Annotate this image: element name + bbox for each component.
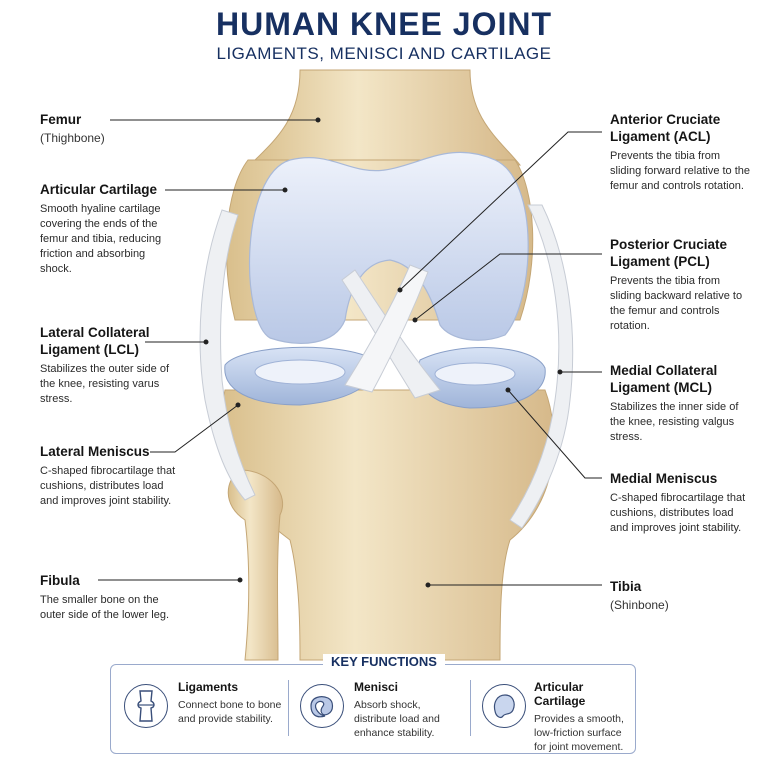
label-acl-name: Anterior Cruciate Ligament (ACL) xyxy=(610,112,721,144)
leader-lines xyxy=(98,117,602,588)
label-articular-cartilage-desc: Smooth hyaline cartilage covering the en… xyxy=(40,203,162,275)
label-fibula: Fibula The smaller bone on the outer sid… xyxy=(40,572,185,623)
label-mcl: Medial Collateral Ligament (MCL) Stabili… xyxy=(610,362,750,445)
key-function-cartilage-desc: Provides a smooth, low-friction surface … xyxy=(534,713,624,753)
label-pcl: Posterior Cruciate Ligament (PCL) Preven… xyxy=(610,236,750,334)
page-title: HUMAN KNEE JOINT xyxy=(215,6,552,42)
leader-lateral-meniscus xyxy=(150,404,239,453)
knee-joint-icon xyxy=(124,684,168,728)
divider xyxy=(288,680,289,736)
key-functions-panel xyxy=(110,664,636,754)
label-lcl-desc: Stabilizes the outer side of the knee, r… xyxy=(40,363,170,405)
dot-lateral-meniscus xyxy=(235,402,241,408)
dot-fibula xyxy=(237,577,243,583)
leader-acl xyxy=(399,131,602,291)
label-medial-meniscus-desc: C-shaped fibrocartilage that cushions, d… xyxy=(610,492,746,534)
key-functions-title-text: KEY FUNCTIONS xyxy=(323,654,445,669)
label-femur-paren: (Thighbone) xyxy=(40,131,105,145)
label-tibia-name: Tibia xyxy=(610,579,642,594)
dot-acl xyxy=(397,287,403,293)
key-function-menisci-desc: Absorb shock, distribute load and enhanc… xyxy=(354,699,440,739)
label-lcl: Lateral Collateral Ligament (LCL) Stabil… xyxy=(40,324,180,407)
key-function-menisci: Menisci Absorb shock, distribute load an… xyxy=(354,680,466,740)
label-medial-meniscus-name: Medial Meniscus xyxy=(610,471,718,486)
key-function-menisci-name: Menisci xyxy=(354,680,399,694)
key-function-cartilage-name: Articular Cartilage xyxy=(534,680,586,708)
label-lateral-meniscus: Lateral Meniscus C-shaped fibrocartilage… xyxy=(40,443,180,509)
cartilage-icon xyxy=(482,684,526,728)
leader-medial-meniscus xyxy=(507,389,602,479)
key-functions-title: KEY FUNCTIONS xyxy=(0,654,768,669)
dot-femur xyxy=(315,117,321,123)
label-lateral-meniscus-name: Lateral Meniscus xyxy=(40,444,150,459)
label-mcl-desc: Stabilizes the inner side of the knee, r… xyxy=(610,401,739,443)
dot-medial-meniscus xyxy=(505,387,511,393)
mcl-shape xyxy=(509,204,574,529)
label-tibia-paren: (Shinbone) xyxy=(610,598,669,612)
meniscus-icon xyxy=(300,684,344,728)
dot-mcl xyxy=(557,369,563,375)
label-fibula-name: Fibula xyxy=(40,573,80,588)
femur-bone xyxy=(248,69,522,166)
label-femur: Femur (Thighbone) xyxy=(40,111,200,147)
leader-pcl xyxy=(414,253,602,321)
label-fibula-desc: The smaller bone on the outer side of th… xyxy=(40,594,170,621)
label-pcl-desc: Prevents the tibia from sliding backward… xyxy=(610,275,743,332)
fibula-bone xyxy=(227,469,284,661)
key-function-cartilage: Articular Cartilage Provides a smooth, l… xyxy=(534,680,630,754)
label-lateral-meniscus-desc: C-shaped fibrocartilage that cushions, d… xyxy=(40,465,176,507)
key-function-ligaments: Ligaments Connect bone to bone and provi… xyxy=(178,680,288,726)
dot-tibia xyxy=(425,582,431,588)
key-function-ligaments-name: Ligaments xyxy=(178,680,239,694)
dot-lcl xyxy=(203,339,209,345)
label-acl-desc: Prevents the tibia from sliding forward … xyxy=(610,150,751,192)
label-lcl-name: Lateral Collateral Ligament (LCL) xyxy=(40,325,150,357)
lcl-shape xyxy=(199,209,256,501)
label-pcl-name: Posterior Cruciate Ligament (PCL) xyxy=(610,237,728,269)
page-subtitle: LIGAMENTS, MENISCI AND CARTILAGE xyxy=(216,44,552,63)
label-mcl-name: Medial Collateral Ligament (MCL) xyxy=(610,363,718,395)
label-femur-name: Femur xyxy=(40,112,82,127)
label-articular-cartilage-name: Articular Cartilage xyxy=(40,182,158,197)
articular-cartilage-shape xyxy=(248,151,529,344)
label-tibia: Tibia (Shinbone) xyxy=(610,578,750,614)
label-acl: Anterior Cruciate Ligament (ACL) Prevent… xyxy=(610,111,750,194)
key-function-ligaments-desc: Connect bone to bone and provide stabili… xyxy=(178,699,282,725)
pcl-shape xyxy=(344,264,429,393)
label-articular-cartilage: Articular Cartilage Smooth hyaline carti… xyxy=(40,181,175,277)
dot-cartilage xyxy=(282,187,288,193)
label-medial-meniscus: Medial Meniscus C-shaped fibrocartilage … xyxy=(610,470,750,536)
dot-pcl xyxy=(412,317,418,323)
divider xyxy=(470,680,471,736)
